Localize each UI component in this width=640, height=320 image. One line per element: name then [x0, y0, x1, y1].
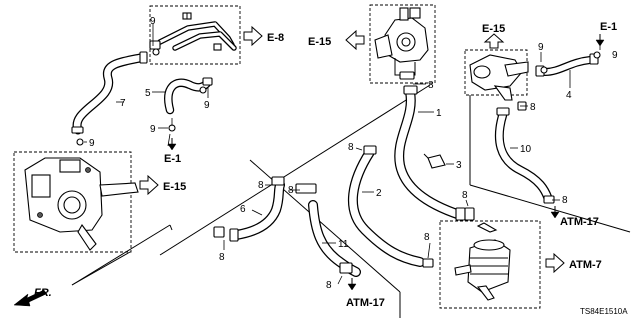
- hose-5: [164, 77, 213, 115]
- label-part-8: 8: [348, 142, 354, 153]
- front-direction-label: FR.: [34, 287, 52, 299]
- group-box-throttle-body: [13, 151, 132, 253]
- label-part-9: 9: [538, 42, 544, 53]
- bolt-9-b: [199, 86, 207, 94]
- ref-arrow-e15-left: E-15: [139, 174, 186, 196]
- hose-1: [394, 85, 466, 221]
- label-part-8: 8: [258, 180, 264, 191]
- label-part-6: 6: [240, 204, 246, 215]
- ref-label-e1: E-1: [600, 21, 617, 33]
- label-part-1: 1: [436, 108, 442, 119]
- oil-cooler: [454, 222, 511, 301]
- hose-2: [347, 145, 425, 267]
- label-part-8: 8: [424, 232, 430, 243]
- label-part-11: 11: [338, 239, 349, 250]
- label-part-10: 10: [520, 144, 532, 155]
- clamp-8-b: [464, 207, 475, 221]
- clip-3: [423, 153, 446, 169]
- bolt-9-f: [593, 51, 601, 59]
- bolt-9-d: [76, 138, 84, 146]
- ref-arrow-e1-right: E-1: [595, 21, 617, 47]
- label-part-2: 2: [376, 188, 382, 199]
- label-part-7: 7: [120, 98, 126, 109]
- front-direction-arrow: FR.: [13, 287, 52, 307]
- metal-pipe-top: [149, 12, 237, 51]
- ref-label-atm7: ATM-7: [569, 259, 602, 271]
- ref-arrow-atm7: ATM-7: [545, 252, 602, 274]
- ref-arrow-e8: E-8: [243, 25, 284, 47]
- ref-arrow-e1-left: E-1: [164, 138, 181, 165]
- leader-lines: [84, 24, 601, 285]
- label-part-9: 9: [150, 124, 156, 135]
- label-part-8: 8: [326, 280, 332, 291]
- label-part-3: 3: [456, 160, 462, 171]
- group-box-thermostat: [369, 4, 436, 84]
- label-part-5: 5: [145, 88, 151, 99]
- label-part-8: 8: [428, 80, 434, 91]
- label-part-8: 8: [530, 102, 536, 113]
- group-box-oil-cooler: [439, 220, 541, 309]
- label-part-8: 8: [562, 195, 568, 206]
- label-part-9: 9: [612, 50, 618, 61]
- ref-label-e1: E-1: [164, 153, 181, 165]
- ref-arrow-atm17-right: ATM-17: [550, 206, 599, 228]
- hose-10: [494, 107, 555, 204]
- label-part-9: 9: [150, 16, 156, 27]
- ref-label-e15: E-15: [163, 181, 186, 193]
- ref-label-atm17: ATM-17: [560, 216, 599, 228]
- label-part-8: 8: [219, 252, 225, 263]
- diagram-code: TS84E1510A: [580, 307, 628, 316]
- label-part-4: 4: [566, 90, 572, 101]
- hose-6: [213, 180, 285, 242]
- label-part-8: 8: [462, 190, 468, 201]
- group-box-right-housing: [464, 49, 528, 96]
- ref-arrow-e15-top: E-15: [308, 29, 365, 51]
- ref-label-e15: E-15: [482, 23, 505, 35]
- label-part-8: 8: [288, 185, 294, 196]
- hose-11: [295, 183, 361, 277]
- ref-arrow-atm17-bottom: ATM-17: [346, 278, 385, 309]
- hose-7: [71, 51, 148, 135]
- ref-label-atm17: ATM-17: [346, 297, 385, 309]
- ref-label-e8: E-8: [267, 32, 284, 44]
- ref-arrow-e15-right: E-15: [482, 23, 505, 49]
- bolt-9-a: [152, 48, 160, 56]
- clamp-8-a: [271, 176, 285, 186]
- thermostat-housing: [374, 7, 429, 80]
- ref-label-e15: E-15: [308, 36, 331, 48]
- bolt-9-e: [540, 66, 548, 74]
- group-box-top-pipe: [149, 5, 241, 65]
- label-part-9: 9: [89, 138, 95, 149]
- clamp-8-c: [422, 258, 434, 268]
- label-part-9: 9: [204, 100, 210, 111]
- throttle-body: [24, 157, 139, 251]
- outlet-housing: [469, 54, 529, 101]
